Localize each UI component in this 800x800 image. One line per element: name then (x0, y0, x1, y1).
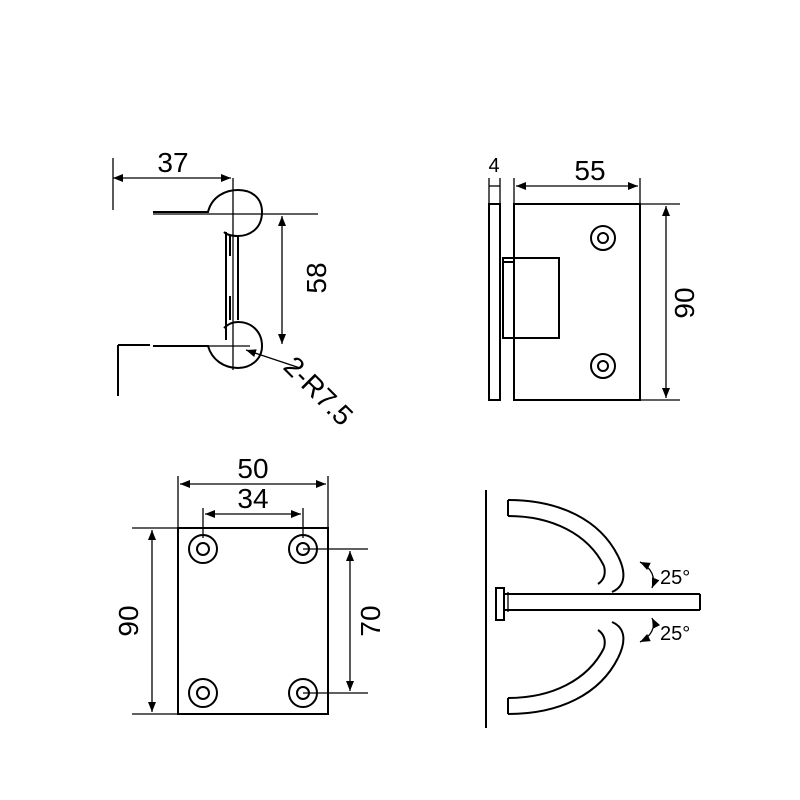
swing-upper-inner (507, 515, 605, 567)
dim-label-58: 58 (301, 262, 332, 293)
lower-knuckle (153, 320, 264, 370)
swing-upper-tip (611, 555, 625, 593)
swing-lower-tip-inner (597, 629, 606, 649)
dim-label-34: 34 (237, 483, 268, 514)
dim-label-90-left: 90 (113, 605, 144, 636)
upper-knuckle (153, 188, 264, 238)
mounting-plate (488, 203, 501, 401)
swing-lower-inner (507, 647, 605, 699)
dim-label-70: 70 (355, 605, 386, 636)
hinge-plate (177, 527, 329, 715)
screw-hole-bottom (590, 353, 616, 379)
screw-hole-top (590, 225, 616, 251)
dim-label-4: 4 (488, 155, 499, 177)
angle-arc-upper (639, 561, 660, 589)
swing-upper-tip-inner (597, 565, 606, 585)
side-profile-view: 37 58 2-R7.5 (112, 147, 359, 432)
plate-hole-bottom-left (188, 678, 218, 708)
swing-lower-outer (507, 657, 619, 715)
plate-hole-view: 50 34 90 70 (113, 453, 386, 715)
angle-arc-lower (639, 617, 661, 643)
dim-label-50: 50 (237, 453, 268, 484)
dim-label-55: 55 (574, 155, 605, 186)
swing-lower-tip (611, 621, 625, 659)
dim-label-37: 37 (157, 147, 188, 178)
swing-upper-outer (507, 499, 619, 557)
plate-hole-top-left (188, 534, 218, 564)
center-block (502, 257, 560, 339)
dim-label-90-right: 90 (669, 287, 700, 318)
front-elevation-view: 4 55 90 (488, 155, 700, 401)
radius-leader (245, 349, 301, 369)
hinge-clamp (495, 587, 505, 621)
angle-label-upper: 25° (660, 567, 690, 589)
hinge-body (513, 203, 641, 401)
angle-label-lower: 25° (660, 623, 690, 645)
radius-note: 2-R7.5 (278, 350, 359, 431)
swing-top-view: 25° 25° (485, 490, 701, 728)
